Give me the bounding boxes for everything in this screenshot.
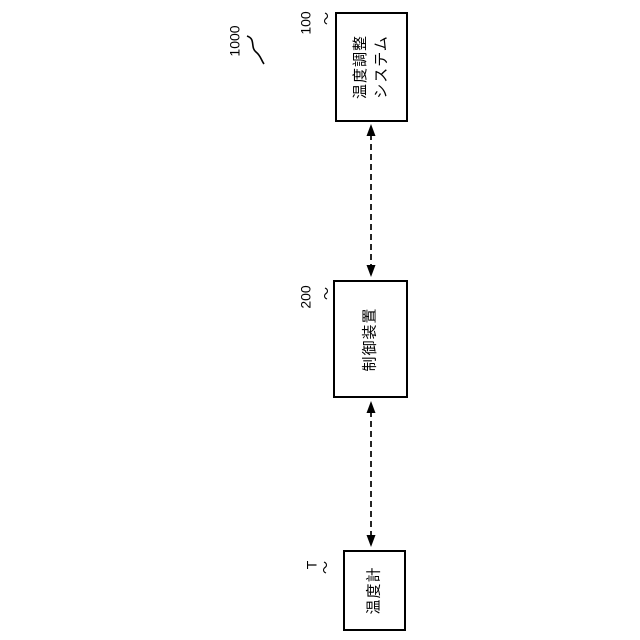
arrowhead-up-100 — [366, 124, 376, 136]
node-label-thermometer: 温度計 — [364, 566, 385, 614]
node-label-control-device: 制御装置 — [360, 307, 381, 371]
node-temperature-adjustment-system: 温度調整 システム — [335, 12, 408, 122]
leader-tilde-200: 〜 — [319, 286, 335, 300]
node-control-device: 制御装置 — [333, 280, 408, 398]
system-reference-label: 1000 — [221, 20, 249, 62]
system-reference-text: 1000 — [227, 25, 243, 57]
node-label-temperature-adjustment-system: 温度調整 システム — [350, 35, 392, 99]
leader-tilde-T: 〜 — [318, 560, 334, 574]
arrowhead-down-T — [366, 535, 376, 547]
connector-100-200 — [366, 124, 376, 277]
leader-tilde-100: 〜 — [319, 11, 335, 25]
system-reference-squiggle — [246, 35, 265, 65]
node-label-line: 温度計 — [365, 566, 383, 615]
arrowhead-down-200 — [366, 265, 376, 277]
node-label-line: 制御装置 — [361, 306, 379, 372]
node-thermometer: 温度計 — [343, 550, 406, 631]
connector-200-T — [366, 401, 376, 547]
node-reference-text-200: 200 — [297, 285, 314, 309]
node-label-line: 温度調整 — [352, 34, 370, 100]
node-label-line: システム — [373, 35, 391, 99]
node-reference-text-100: 100 — [297, 11, 314, 35]
arrowhead-up-200 — [366, 401, 376, 413]
